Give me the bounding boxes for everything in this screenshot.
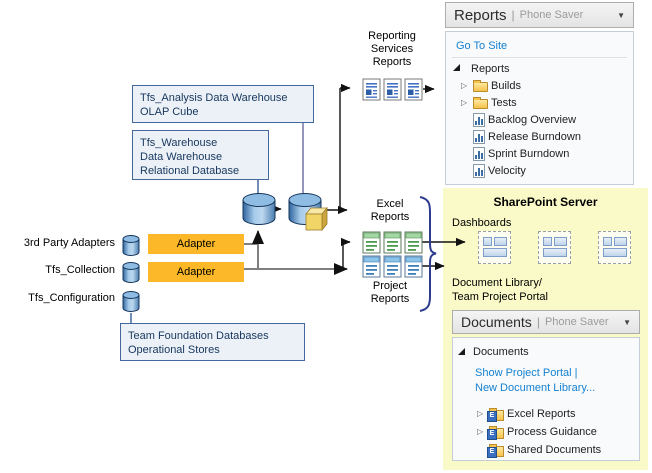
tree-item-label: Documents (473, 346, 529, 358)
document-library-icon (487, 425, 504, 440)
go-to-site-link[interactable]: Go To Site (456, 40, 508, 52)
tree-item-label: Reports (471, 62, 510, 75)
tree-item-builds[interactable]: ▷ Builds (446, 77, 633, 94)
tree-item-excel-reports[interactable]: ▷ Excel Reports (453, 405, 639, 423)
tree-item-backlog-overview[interactable]: Backlog Overview (446, 111, 633, 128)
tfs-configuration-database-cylinder (122, 291, 140, 312)
new-document-library-link[interactable]: New Document Library... (475, 382, 596, 394)
documents-panel-body: Documents Show Project Portal | New Docu… (452, 337, 640, 461)
document-library-label: Document Library/ Team Project Portal (452, 277, 548, 303)
olap-cube-database-cylinder (288, 193, 322, 225)
document-library-icon (487, 407, 504, 422)
tree-item-sprint-burndown[interactable]: Sprint Burndown (446, 145, 633, 162)
adapter-box: Adapter (148, 234, 244, 254)
reports-panel-header[interactable]: Reports | Phone Saver ▼ (445, 2, 634, 28)
tree-item-label: Excel Reports (507, 408, 576, 420)
project-reports-label: Project Reports (370, 280, 410, 305)
reports-panel-title: Reports (454, 6, 507, 24)
project-report-icons (362, 255, 423, 278)
folder-icon (473, 96, 488, 109)
documents-panel-title: Documents (461, 314, 532, 330)
tree-item-reports[interactable]: Reports (446, 60, 633, 77)
tree-item-label: Velocity (488, 164, 526, 177)
tree-item-label: Tests (491, 96, 517, 109)
tree-collapsed-icon[interactable]: ▷ (477, 427, 484, 436)
title-separator: | (511, 8, 515, 22)
dashboard-icon (598, 231, 631, 264)
tree-item-label: Sprint Burndown (488, 147, 570, 160)
tree-expanded-icon[interactable] (456, 348, 470, 357)
tfs-collection-database-cylinder (122, 262, 140, 283)
reporting-services-reports-label: Reporting Services Reports (368, 30, 416, 68)
show-project-portal-link[interactable]: Show Project Portal | (475, 367, 578, 379)
folder-icon (473, 79, 488, 92)
divider (452, 57, 627, 58)
tree-collapsed-icon[interactable]: ▷ (477, 409, 484, 418)
excel-reports-label: Excel Reports (370, 198, 410, 223)
tfs-warehouse-box: Tfs_Warehouse Data Warehouse Relational … (132, 130, 269, 180)
report-chart-icon (473, 129, 485, 144)
report-chart-icon (473, 163, 485, 178)
sharepoint-server-title: SharePoint Server (493, 195, 598, 209)
tree-collapsed-icon[interactable]: ▷ (461, 80, 468, 90)
dashboard-icon (478, 231, 511, 264)
reporting-services-report-icons (362, 78, 423, 101)
olap-cube-icon (305, 206, 328, 232)
report-chart-icon (473, 146, 485, 161)
tree-item-label: Process Guidance (507, 426, 597, 438)
third-party-database-cylinder (122, 235, 140, 256)
tree-item-label: Backlog Overview (488, 113, 577, 126)
tfs-configuration-label: Tfs_Configuration (28, 292, 115, 304)
tfs-analysis-box: Tfs_Analysis Data Warehouse OLAP Cube (132, 85, 314, 123)
tree-item-documents[interactable]: Documents (453, 343, 639, 361)
dashboards-label: Dashboards (452, 217, 512, 229)
tree-item-shared-documents[interactable]: Shared Documents (453, 441, 639, 459)
tfs-collection-label: Tfs_Collection (45, 264, 115, 276)
documents-links: Show Project Portal | New Document Libra… (475, 366, 639, 396)
tree-item-label: Shared Documents (507, 444, 602, 456)
title-separator: | (536, 315, 540, 329)
tree-collapsed-icon[interactable]: ▷ (461, 97, 468, 107)
report-chart-icon (473, 112, 485, 127)
documents-panel-subtitle: Phone Saver (544, 316, 609, 328)
documents-tree-root: Documents (453, 343, 639, 361)
reports-panel-subtitle: Phone Saver (519, 9, 584, 21)
tree-item-release-burndown[interactable]: Release Burndown (446, 128, 633, 145)
document-library-icon (487, 443, 504, 458)
tree-item-velocity[interactable]: Velocity (446, 162, 633, 179)
warehouse-database-cylinder (242, 193, 276, 225)
adapter-box: Adapter (148, 262, 244, 282)
documents-tree: ▷ Excel Reports ▷ Process GuidanceShared Do… (453, 405, 639, 459)
team-foundation-databases-box: Team Foundation Databases Operational St… (120, 323, 305, 361)
tree-item-process-guidance[interactable]: ▷ Process Guidance (453, 423, 639, 441)
third-party-adapters-label: 3rd Party Adapters (23, 237, 115, 249)
chevron-down-icon[interactable]: ▼ (617, 10, 625, 20)
excel-report-icons (362, 231, 423, 254)
chevron-down-icon[interactable]: ▼ (623, 317, 631, 327)
tree-item-tests[interactable]: ▷ Tests (446, 94, 633, 111)
tree-expanded-icon[interactable] (451, 64, 465, 73)
dashboard-icon (538, 231, 571, 264)
tree-item-label: Builds (491, 79, 521, 92)
documents-panel-header[interactable]: Documents | Phone Saver ▼ (452, 310, 640, 334)
tree-item-label: Release Burndown (488, 130, 581, 143)
